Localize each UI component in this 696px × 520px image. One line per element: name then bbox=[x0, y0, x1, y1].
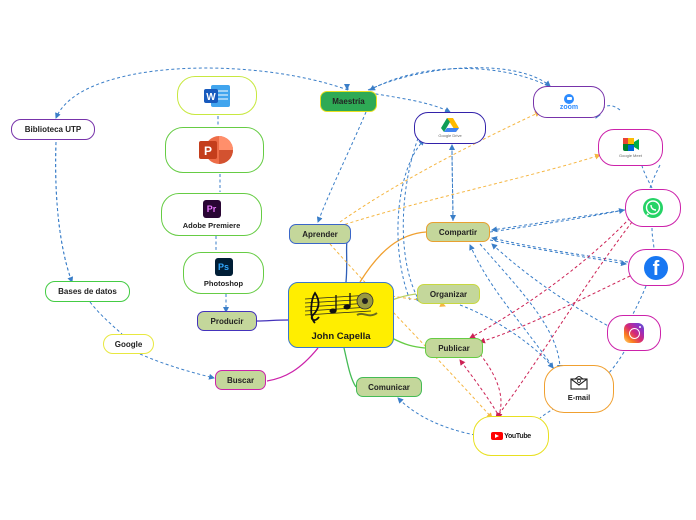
whatsapp-icon bbox=[643, 198, 663, 218]
node-whatsapp[interactable] bbox=[625, 189, 681, 227]
word-icon: W bbox=[204, 84, 230, 107]
dashed-connectors-blue bbox=[55, 67, 661, 436]
node-email-label: E-mail bbox=[567, 393, 591, 402]
dashed-connectors-red bbox=[459, 217, 633, 419]
topic-producir[interactable]: Producir bbox=[197, 311, 257, 331]
google-meet-icon bbox=[622, 137, 639, 151]
topic-producir-label: Producir bbox=[210, 316, 244, 326]
google-drive-label: Google Drive bbox=[438, 133, 462, 138]
central-topic-label: John Capella bbox=[311, 330, 371, 342]
node-facebook[interactable]: f bbox=[628, 249, 684, 286]
zoom-camera-icon bbox=[564, 93, 574, 104]
topic-publicar[interactable]: Publicar bbox=[425, 338, 483, 358]
node-email[interactable]: E-mail bbox=[544, 365, 614, 413]
topic-publicar-label: Publicar bbox=[438, 343, 470, 353]
premiere-icon: Pr bbox=[202, 199, 221, 218]
node-instagram[interactable] bbox=[607, 315, 661, 351]
node-zoom[interactable]: zoom bbox=[533, 86, 605, 118]
node-youtube[interactable]: YouTube bbox=[473, 416, 549, 456]
node-google-meet[interactable]: Google Meet bbox=[598, 129, 663, 166]
node-photoshop-label: Photoshop bbox=[203, 279, 244, 288]
topic-buscar-label: Buscar bbox=[226, 375, 255, 385]
node-biblioteca-label: Biblioteca UTP bbox=[24, 125, 82, 134]
topic-comunicar-label: Comunicar bbox=[368, 382, 410, 392]
node-bases-label: Bases de datos bbox=[58, 287, 117, 296]
google-meet-label: Google Meet bbox=[619, 152, 642, 158]
topic-organizar-label: Organizar bbox=[429, 289, 468, 299]
node-google[interactable]: Google bbox=[103, 334, 154, 354]
powerpoint-icon: P bbox=[198, 136, 233, 164]
node-adobe-premiere[interactable]: Pr Adobe Premiere bbox=[161, 193, 262, 236]
topic-compartir[interactable]: Compartir bbox=[426, 222, 490, 242]
node-biblioteca-utp[interactable]: Biblioteca UTP bbox=[11, 119, 95, 140]
email-envelope-icon bbox=[570, 376, 588, 390]
node-bases-de-datos[interactable]: Bases de datos bbox=[45, 281, 130, 302]
instagram-icon bbox=[624, 323, 644, 343]
facebook-icon: f bbox=[644, 255, 668, 280]
topic-buscar[interactable]: Buscar bbox=[215, 370, 266, 390]
node-google-drive[interactable]: Google Drive bbox=[414, 112, 486, 144]
node-premiere-label: Adobe Premiere bbox=[182, 220, 241, 230]
node-maestria-label: Maestría bbox=[332, 97, 365, 106]
node-google-label: Google bbox=[114, 339, 143, 349]
youtube-play-icon bbox=[491, 432, 504, 440]
topic-organizar[interactable]: Organizar bbox=[417, 284, 480, 304]
node-photoshop[interactable]: Ps Photoshop bbox=[183, 252, 264, 294]
word-logo-letter: W bbox=[206, 92, 216, 103]
node-maestria[interactable]: Maestría bbox=[320, 91, 377, 112]
topic-compartir-label: Compartir bbox=[438, 227, 478, 237]
youtube-label: YouTube bbox=[504, 432, 531, 440]
powerpoint-logo-letter: P bbox=[203, 144, 211, 158]
photoshop-icon: Ps bbox=[214, 258, 233, 276]
node-word[interactable]: W bbox=[177, 76, 257, 115]
google-drive-icon bbox=[441, 118, 459, 132]
topic-aprender[interactable]: Aprender bbox=[289, 224, 351, 244]
photoshop-logo-text: Ps bbox=[217, 262, 229, 272]
node-powerpoint[interactable]: P bbox=[165, 127, 264, 173]
zoom-label: zoom bbox=[559, 103, 579, 111]
facebook-logo-letter: f bbox=[652, 257, 660, 280]
music-notes-icon bbox=[304, 290, 378, 324]
central-topic-john-capella[interactable]: John Capella bbox=[288, 282, 394, 348]
topic-aprender-label: Aprender bbox=[302, 229, 338, 239]
central-branches bbox=[256, 231, 427, 388]
premiere-logo-text: Pr bbox=[206, 203, 217, 214]
topic-comunicar[interactable]: Comunicar bbox=[356, 377, 422, 397]
